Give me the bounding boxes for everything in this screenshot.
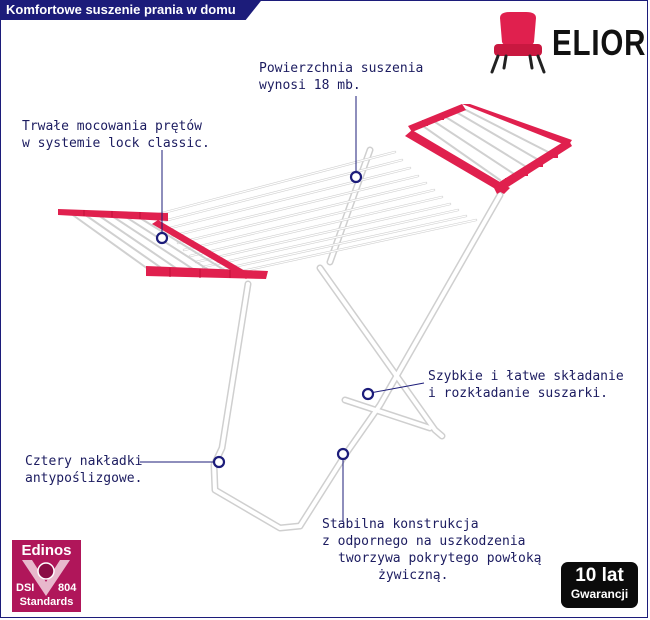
callout-surface-line2: wynosi 18 mb. — [259, 78, 361, 93]
callout-construction: Stabilna konstrukcja z odpornego na uszk… — [322, 516, 542, 584]
callout-folding-line2: i rozkładanie suszarki. — [428, 386, 609, 401]
edinos-number: 804 — [58, 582, 77, 594]
page-title: Komfortowe suszenie prania w domu — [0, 0, 262, 20]
right-wing — [405, 104, 572, 194]
edinos-standards: Standards — [19, 596, 74, 608]
callout-feet: Cztery nakładki antypoślizgowe. — [25, 453, 142, 487]
callout-feet-line2: antypoślizgowe. — [25, 471, 143, 486]
callout-construction-line1: Stabilna konstrukcja — [322, 517, 479, 532]
right-wing-top-bar — [408, 104, 466, 132]
callout-construction-line2: z odpornego na uszkodzenia — [322, 534, 526, 549]
callout-folding-line1: Szybkie i łatwe składanie — [428, 369, 624, 384]
right-wing-side-bar — [462, 104, 572, 146]
warranty-label: Gwarancji — [570, 587, 629, 601]
callout-folding: Szybkie i łatwe składanie i rozkładanie … — [428, 368, 624, 402]
left-wing-top-bar — [58, 209, 168, 221]
warranty-years: 10 lat — [575, 565, 624, 586]
edinos-badge: Edinos DSI 804 Standards — [12, 540, 81, 612]
left-wing-bottom-bar — [146, 266, 268, 279]
callout-lock: Trwałe mocowania prętów w systemie lock … — [22, 118, 210, 152]
edinos-brand: Edinos — [21, 542, 72, 559]
leader-lines — [140, 96, 425, 522]
warranty-badge: 10 lat Gwarancji — [561, 562, 638, 608]
callout-feet-line1: Cztery nakładki — [25, 454, 143, 469]
right-wing-outer-bar — [493, 139, 572, 194]
brand-logo: ELIOR — [552, 22, 647, 63]
callout-lock-line1: Trwałe mocowania prętów — [22, 119, 203, 134]
right-wing-inner-bar — [405, 130, 510, 194]
left-wing-side-bar — [152, 220, 252, 279]
callout-construction-line3: tworzywa pokrytego powłoką — [338, 551, 542, 566]
callout-dots — [155, 170, 375, 469]
callout-surface: Powierzchnia suszenia wynosi 18 mb. — [259, 60, 423, 94]
callout-lock-line2: w systemie lock classic. — [22, 136, 210, 151]
edinos-dsi: DSI — [16, 582, 35, 594]
callout-surface-line1: Powierzchnia suszenia — [259, 61, 424, 76]
left-wing — [58, 209, 268, 279]
callout-construction-line4: żywiczną. — [378, 568, 449, 583]
chair-icon — [490, 12, 546, 74]
